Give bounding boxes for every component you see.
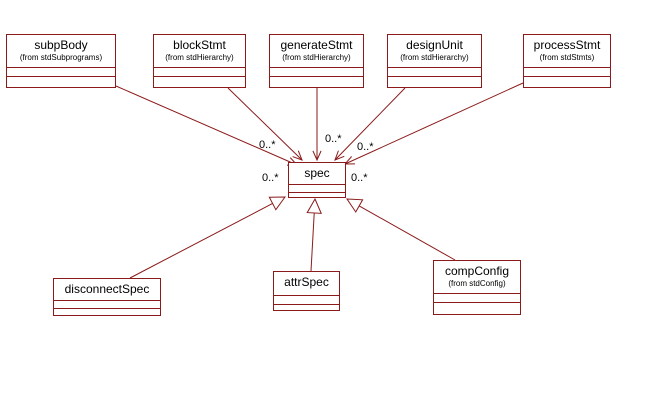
- generalization-attrSpec: [310, 212, 315, 272]
- class-name: attrSpec: [284, 275, 329, 289]
- multiplicity-generateStmt: 0..*: [325, 133, 342, 145]
- class-package: (from stdConfig): [448, 279, 506, 288]
- arrowhead-designUnit: [334, 150, 345, 161]
- generalization-compConfig: [358, 205, 456, 261]
- association-designUnit: [334, 87, 406, 161]
- class-package: (from stdSubprograms): [19, 53, 103, 62]
- class-name: designUnit: [406, 38, 463, 52]
- class-blockStmt[interactable]: blockStmt (from stdHierarchy): [153, 34, 246, 88]
- multiplicity-processStmt: 0..*: [351, 172, 368, 184]
- multiplicity-blockStmt: 0..*: [259, 139, 276, 151]
- inheritance-triangle-compConfig: [346, 198, 364, 213]
- class-package: (from stdHierarchy): [165, 53, 234, 62]
- class-name: subpBody: [34, 38, 88, 52]
- arrowhead-blockStmt: [292, 150, 303, 161]
- inheritance-triangle-disconnectSpec: [268, 196, 286, 211]
- class-compConfig[interactable]: compConfig (from stdConfig): [433, 260, 521, 315]
- multiplicity-designUnit: 0..*: [357, 141, 374, 153]
- class-name: blockStmt: [173, 38, 226, 52]
- class-name: processStmt: [533, 38, 601, 52]
- class-package: (from stdHierarchy): [400, 53, 469, 62]
- association-lines: [115, 82, 524, 166]
- class-processStmt[interactable]: processStmt (from stdStmts): [523, 34, 611, 88]
- class-attrSpec[interactable]: attrSpec: [273, 271, 340, 311]
- class-name: disconnectSpec: [64, 282, 150, 296]
- inheritance-triangle-attrSpec: [306, 197, 322, 214]
- arrowhead-generateStmt: [312, 150, 322, 162]
- generalization-disconnectSpec: [129, 203, 273, 279]
- class-name: compConfig: [444, 264, 510, 278]
- class-disconnectSpec[interactable]: disconnectSpec: [53, 278, 161, 316]
- multiplicity-subpBody: 0..*: [262, 172, 279, 184]
- association-subpBody: [115, 85, 298, 166]
- class-package: (from stdHierarchy): [282, 53, 351, 62]
- generalization-lines: [129, 196, 456, 279]
- class-subpBody[interactable]: subpBody (from stdSubprograms): [6, 34, 116, 88]
- class-package: (from stdStmts): [539, 53, 595, 62]
- class-generateStmt[interactable]: generateStmt (from stdHierarchy): [269, 34, 364, 88]
- association-blockStmt: [227, 87, 303, 161]
- class-name: spec: [304, 166, 330, 180]
- class-designUnit[interactable]: designUnit (from stdHierarchy): [387, 34, 482, 88]
- class-name: generateStmt: [280, 38, 353, 52]
- association-processStmt: [344, 82, 524, 165]
- class-spec[interactable]: spec: [288, 162, 346, 198]
